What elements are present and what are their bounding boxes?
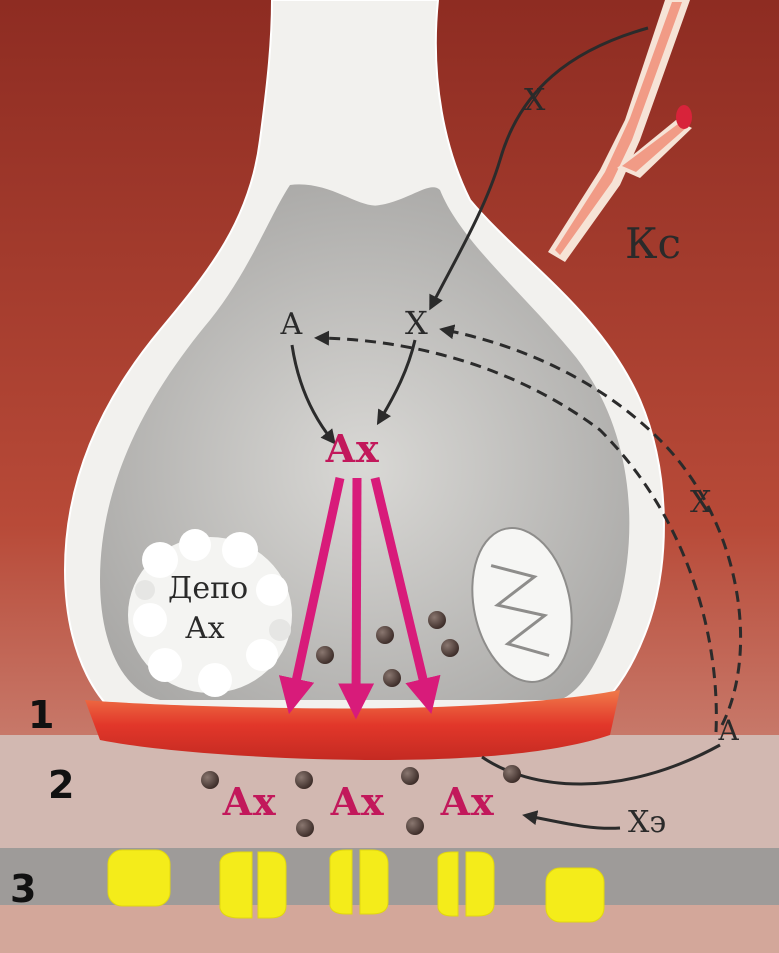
choline-label-top: Х <box>524 83 546 118</box>
acetylcholine-label-cleft-3: Ах <box>440 779 494 824</box>
cholinesterase-label: Хэ <box>628 805 666 840</box>
layer-number-1: 1 <box>28 693 54 737</box>
postsynaptic-cell <box>0 905 779 953</box>
depot-label-line1: Депо <box>168 571 248 606</box>
acetate-label-terminal: А <box>280 307 303 342</box>
capillary-label: Кс <box>625 219 681 268</box>
acetate-label-cleft: А <box>718 714 739 747</box>
choline-label-right: Х <box>690 485 712 520</box>
layer-number-3: 3 <box>10 867 36 911</box>
acetylcholine-label-center: Ах <box>325 426 379 471</box>
layer-number-2: 2 <box>48 763 74 807</box>
acetylcholine-label-cleft-1: Ах <box>222 779 276 824</box>
acetylcholine-label-cleft-2: Ах <box>330 779 384 824</box>
depot-label-line2: Ах <box>185 611 225 646</box>
choline-label-terminal: Х <box>405 304 428 342</box>
